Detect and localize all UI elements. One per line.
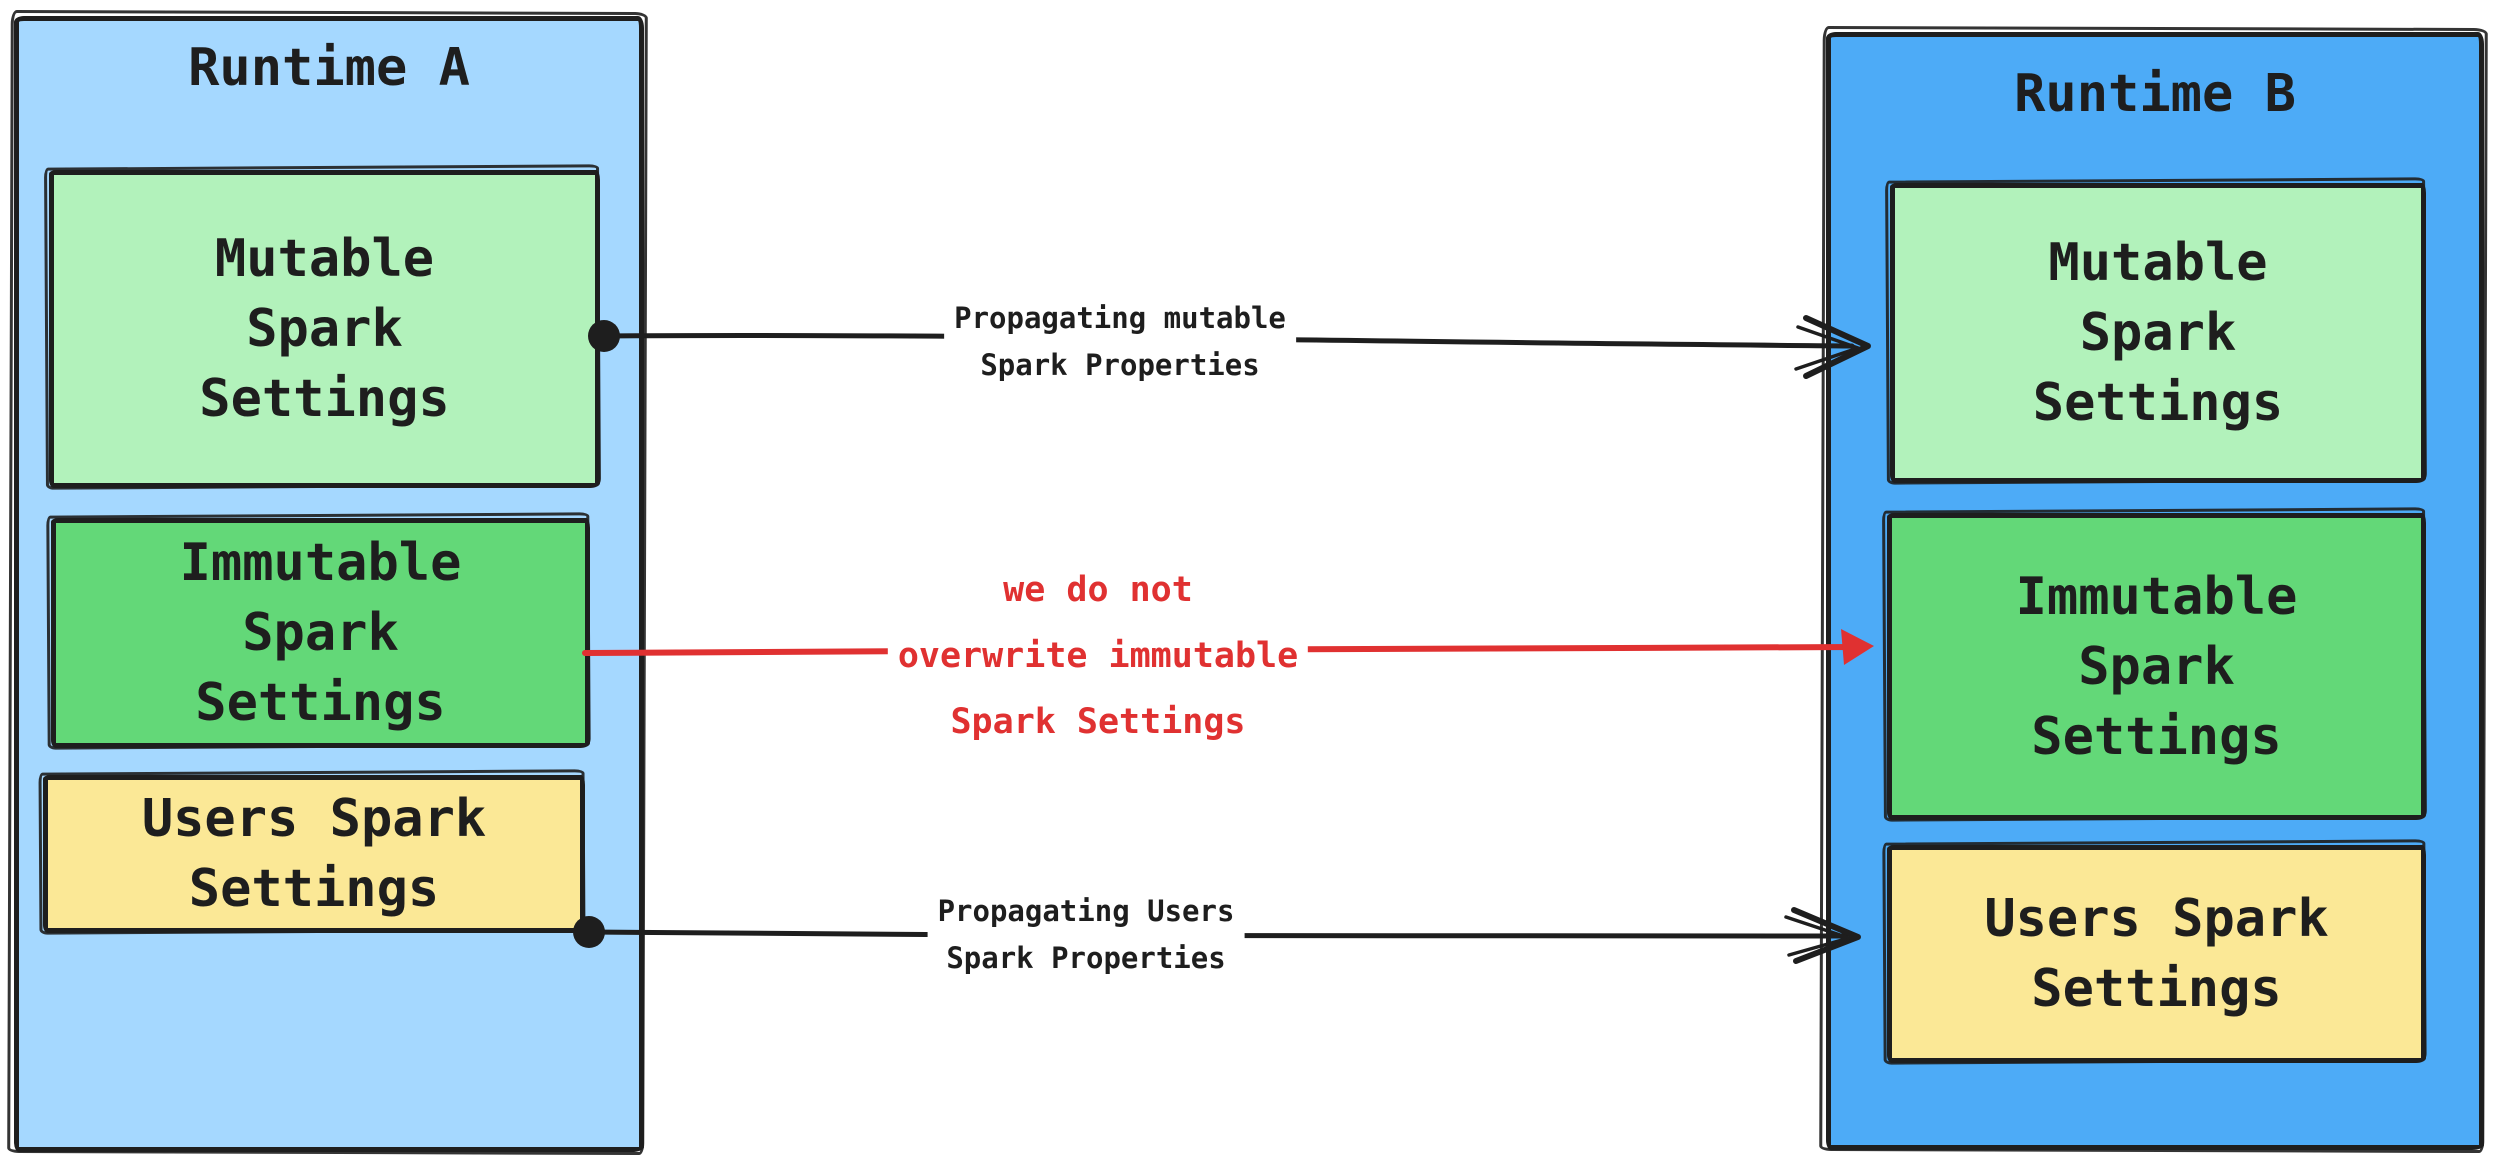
runtime-b-container: Runtime B Mutable Spark Settings Immutab…: [1826, 32, 2484, 1150]
box-users-spark-settings-a-label: Users Spark Settings: [141, 789, 487, 919]
box-immutable-spark-settings-b: Immutable Spark Settings: [1887, 513, 2426, 820]
runtime-a-container: Runtime A Mutable Spark Settings Immutab…: [14, 16, 644, 1152]
box-mutable-spark-settings-b-label: Mutable Spark Settings: [2032, 233, 2284, 433]
box-users-spark-settings-a: Users Spark Settings: [43, 775, 585, 933]
box-users-spark-settings-b: Users Spark Settings: [1887, 845, 2426, 1063]
arrow-label-propagate-users: Propagating Users Spark Properties: [927, 886, 1245, 984]
arrow-label-propagate-mutable: Propagating mutable Spark Properties: [944, 293, 1296, 391]
runtime-a-title: Runtime A: [188, 38, 470, 98]
runtime-b-title: Runtime B: [2014, 64, 2296, 124]
box-immutable-spark-settings-b-label: Immutable Spark Settings: [2015, 566, 2298, 767]
box-users-spark-settings-b-label: Users Spark Settings: [1984, 889, 2329, 1019]
arrow-label-no-overwrite-immutable: we do not overwrite immutable Spark Sett…: [887, 555, 1309, 757]
box-mutable-spark-settings-a: Mutable Spark Settings: [49, 170, 600, 488]
box-immutable-spark-settings-a: Immutable Spark Settings: [51, 518, 590, 748]
box-mutable-spark-settings-a-label: Mutable Spark Settings: [199, 229, 450, 429]
box-immutable-spark-settings-a-label: Immutable Spark Settings: [179, 533, 462, 733]
box-mutable-spark-settings-b: Mutable Spark Settings: [1890, 183, 2426, 483]
